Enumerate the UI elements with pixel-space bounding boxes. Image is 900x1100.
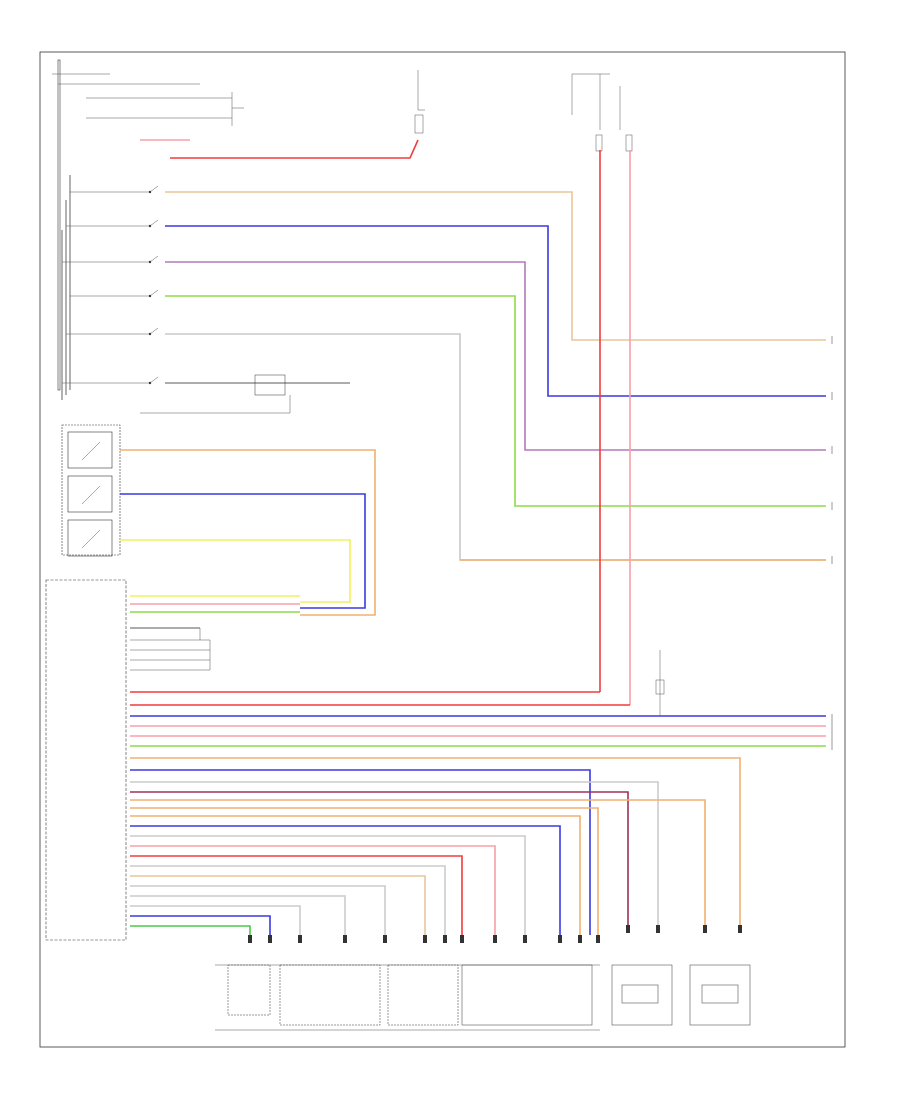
- control-module: [45, 579, 127, 941]
- bottom-components: [215, 925, 751, 1031]
- lower-harness-wires: [130, 650, 826, 935]
- memory-switch-group: [61, 424, 376, 616]
- diagram-border: [39, 51, 846, 1048]
- upper-wires: [140, 139, 826, 705]
- top-center-connector: [414, 70, 425, 134]
- module-short-wires: [130, 595, 300, 671]
- upper-switch-group: [52, 59, 244, 400]
- top-right-connector: [571, 73, 633, 152]
